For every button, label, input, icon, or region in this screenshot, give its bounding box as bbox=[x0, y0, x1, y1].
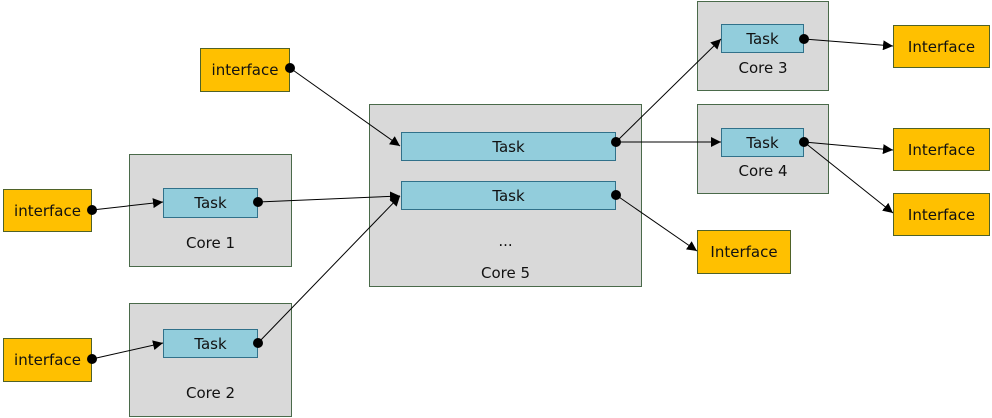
core-5-ellipsis: ... bbox=[498, 232, 513, 250]
interface-out-core3[interactable]: Interface bbox=[893, 25, 990, 68]
interface-out-core4-b[interactable]: Interface bbox=[893, 193, 990, 236]
core-1-label: Core 1 bbox=[185, 234, 236, 252]
core-5-task-2[interactable]: Task bbox=[401, 181, 616, 210]
core-4-label: Core 4 bbox=[738, 162, 788, 180]
interface-in-core1[interactable]: interface bbox=[3, 189, 92, 232]
core-5-label: Core 5 bbox=[480, 264, 531, 282]
core-2-label: Core 2 bbox=[185, 384, 236, 402]
core-3-label: Core 3 bbox=[738, 59, 788, 77]
core-2-task[interactable]: Task bbox=[163, 329, 258, 358]
core-3-task[interactable]: Task bbox=[721, 24, 804, 53]
core-1-task[interactable]: Task bbox=[163, 188, 258, 218]
core-4-task[interactable]: Task bbox=[721, 128, 804, 157]
interface-out-core5[interactable]: Interface bbox=[697, 230, 791, 274]
interface-in-top[interactable]: interface bbox=[200, 48, 290, 92]
core-5-task-1[interactable]: Task bbox=[401, 132, 616, 161]
interface-out-core4-a[interactable]: Interface bbox=[893, 128, 990, 171]
interface-in-core2[interactable]: interface bbox=[3, 338, 92, 382]
